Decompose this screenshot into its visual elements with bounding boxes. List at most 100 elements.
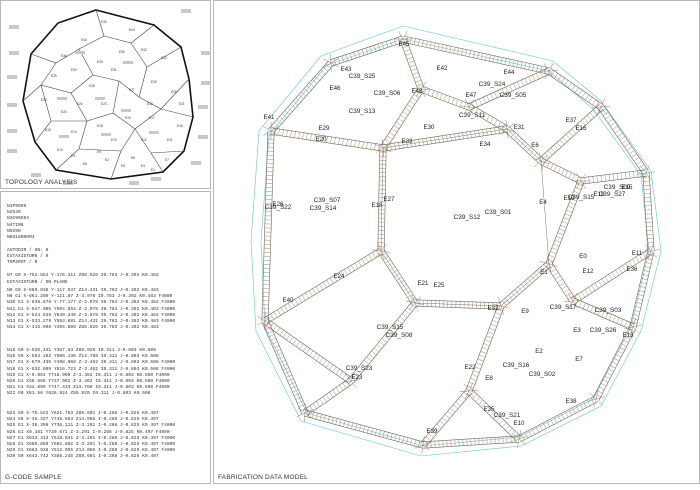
- frame-tie: [313, 404, 317, 409]
- edge-label: E48: [411, 88, 423, 95]
- frame-tie: [456, 100, 458, 106]
- frame-tie: [488, 332, 494, 334]
- frame-tie: [521, 80, 524, 86]
- frame-rail: [378, 253, 412, 305]
- frame-tie: [552, 248, 558, 250]
- fabrication-caption: FABRICATION DATA MODEL: [218, 474, 308, 481]
- frame-tie: [411, 69, 417, 71]
- topology-edge-label: E2: [105, 158, 109, 162]
- frame-rail: [499, 262, 547, 304]
- node-spoke: [399, 31, 404, 39]
- edge-label: E4: [539, 199, 547, 206]
- topology-edge-label: E25: [41, 98, 47, 102]
- frame-tie: [624, 321, 627, 327]
- frame-tie: [627, 147, 632, 151]
- frame-tie: [440, 94, 442, 100]
- cell-label: C39_S15: [568, 194, 595, 201]
- cell-label: C39_S16: [503, 362, 530, 369]
- edge-label: E43: [340, 66, 352, 73]
- frame-tie: [595, 394, 601, 397]
- frame-tie: [476, 363, 482, 365]
- frame-tie: [470, 378, 476, 380]
- frame-tie: [303, 133, 304, 139]
- frame-tie: [585, 290, 588, 295]
- frame-tie: [294, 393, 300, 396]
- frame-tie: [456, 402, 461, 406]
- frame-tie: [569, 202, 575, 204]
- gcode-line: N22 G0 X81.56 Y626.924 Z89.929 I0.311 J-…: [7, 391, 175, 397]
- frame-tie: [436, 92, 438, 98]
- node-spoke: [375, 251, 381, 258]
- frame-rail: [546, 266, 570, 303]
- frame-tie: [307, 133, 308, 139]
- topology-edge-label: E22: [147, 102, 153, 106]
- frame-rail: [547, 74, 599, 110]
- frame-tie: [453, 405, 458, 409]
- frame-tie: [593, 176, 594, 182]
- topology-edge-label: E19: [125, 116, 131, 120]
- frame-tie: [296, 397, 302, 400]
- frame-tie: [295, 131, 296, 137]
- frame-tie: [369, 354, 374, 358]
- frame-tie: [589, 177, 590, 183]
- frame-tie: [614, 358, 620, 361]
- frame-rail: [649, 173, 654, 251]
- node-spoke: [304, 413, 305, 422]
- topology-edge-label: E18: [97, 124, 103, 128]
- frame-tie: [605, 116, 610, 120]
- frame-tie: [426, 437, 431, 441]
- topology-edge-label: E11: [167, 138, 173, 142]
- frame-tie: [320, 284, 323, 289]
- edge-label: E37: [565, 117, 577, 124]
- frame-tie: [281, 308, 284, 313]
- frame-tie: [452, 98, 454, 104]
- frame-tie: [536, 73, 539, 79]
- gcode-line: N14 G1 X-415.998 Y494.808 Z86.926 I0.783…: [7, 325, 175, 331]
- node-spoke: [403, 31, 408, 39]
- gcode-setting-line: TOPZROT / 0: [7, 260, 48, 266]
- frame-tie: [598, 281, 601, 286]
- edge-label: E20: [315, 136, 327, 143]
- topology-edge-label: E23: [101, 102, 107, 106]
- edge-label: E47: [465, 92, 477, 99]
- frame-rail: [262, 322, 302, 414]
- frame-tie: [412, 73, 418, 75]
- node-spoke: [422, 445, 423, 454]
- topology-edge-label: E27: [129, 88, 135, 92]
- topology-cell-tags: [7, 9, 211, 185]
- frame-tie: [565, 80, 569, 85]
- frame-tie: [331, 137, 332, 143]
- frame-tie: [513, 84, 516, 90]
- frame-tie: [277, 310, 280, 315]
- frame-tie: [311, 134, 312, 140]
- frame-tie: [532, 75, 535, 81]
- frame-tie: [286, 375, 292, 378]
- frame-tie: [469, 382, 475, 384]
- frame-tie: [581, 292, 584, 297]
- frame-tie: [283, 332, 287, 337]
- frame-tie: [615, 270, 618, 275]
- edge-label: E36: [626, 266, 638, 273]
- frame-tie: [605, 175, 606, 181]
- frame-tie: [559, 282, 564, 285]
- frame-tie: [481, 351, 487, 353]
- frame-tie: [602, 279, 605, 284]
- frame-tie: [379, 342, 384, 346]
- frame-tie: [278, 357, 284, 360]
- gcode-line: N25 G1 X-36.396 Y736.111 Z-3.291 I-0.268…: [7, 423, 175, 429]
- frame-tie: [508, 428, 512, 433]
- gcode-line: N11 G1 X-547.005 Y504.854 Z-3.078 I0.783…: [7, 307, 175, 313]
- frame-rail: [332, 42, 404, 66]
- edge-label: E33: [401, 138, 413, 145]
- frame-tie: [584, 118, 588, 123]
- cell-label: C39_S14: [310, 205, 337, 212]
- frame-rail: [263, 248, 379, 318]
- edge-label: E27: [383, 196, 395, 203]
- frame-tie: [406, 53, 412, 55]
- frame-tie: [558, 167, 561, 173]
- frame-tie: [615, 354, 621, 357]
- frame-tie: [408, 61, 414, 63]
- frame-tie: [624, 143, 629, 147]
